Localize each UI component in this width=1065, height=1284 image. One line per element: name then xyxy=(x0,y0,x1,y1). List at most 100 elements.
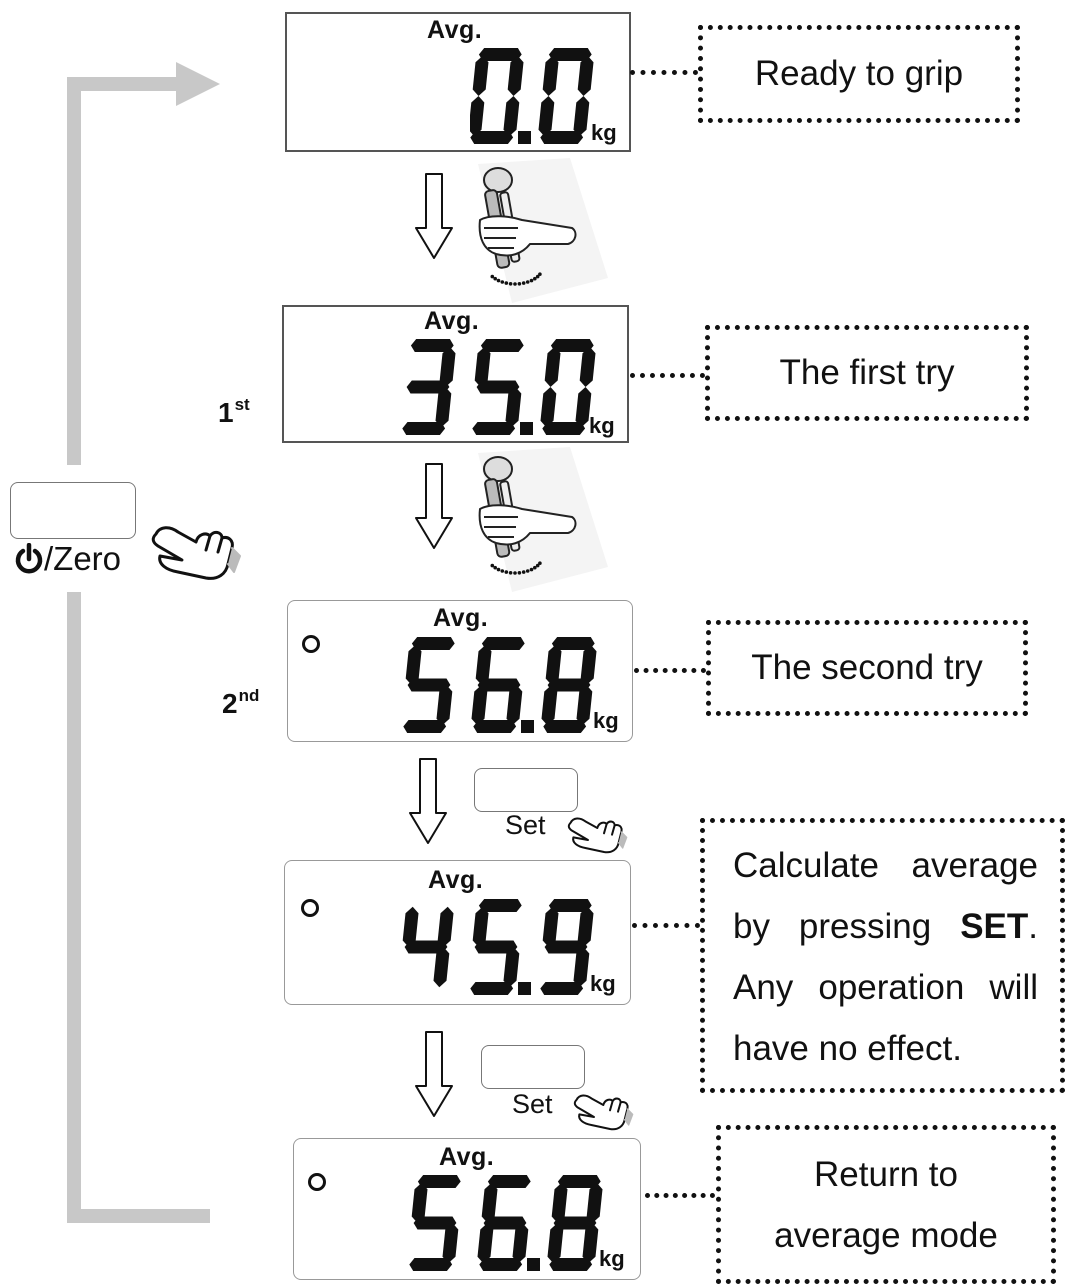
note-first-try: The first try xyxy=(705,325,1029,421)
lcd-segment-f xyxy=(402,906,419,947)
set-button-label: Set xyxy=(512,1089,553,1119)
lcd-segment-a xyxy=(480,339,524,352)
lcd-segment-a xyxy=(548,899,592,912)
ordinal-second: 2nd xyxy=(222,686,260,719)
avg-label: Avg. xyxy=(433,604,489,632)
lcd-segment-a xyxy=(487,1175,531,1188)
down-arrow-icon xyxy=(415,463,453,549)
note-ready: Ready to grip xyxy=(698,25,1020,123)
lcd-segment-a xyxy=(478,899,522,912)
down-arrow-icon xyxy=(415,173,453,259)
pointing-hand-icon xyxy=(151,526,241,580)
set-button[interactable] xyxy=(474,768,578,812)
lcd-segment-b xyxy=(439,346,456,387)
leader-line xyxy=(630,373,705,378)
lcd-digit xyxy=(540,899,594,995)
lcd-segment-e xyxy=(470,96,485,137)
lcd-decimal-point xyxy=(527,1258,540,1271)
lcd-digit xyxy=(538,48,594,144)
lcd-digit xyxy=(477,1175,531,1271)
set-button[interactable] xyxy=(481,1045,585,1089)
lcd-segment-e xyxy=(538,96,555,137)
hand-outline xyxy=(151,526,241,580)
motion-dot xyxy=(517,571,522,575)
lcd-segment-c xyxy=(505,387,522,428)
unit-label: kg xyxy=(599,1246,625,1271)
lcd-segment-f xyxy=(474,346,491,387)
lcd-segment-a xyxy=(557,1175,601,1188)
hand-grip-dynamometer-icon xyxy=(478,158,608,303)
note-line: Calculate average xyxy=(733,846,1038,885)
lcd-segment-a xyxy=(478,48,522,61)
zero-button-label: /Zero xyxy=(14,540,121,578)
lcd-segment-f xyxy=(411,1182,428,1223)
lcd-segment-f xyxy=(551,1182,568,1223)
lcd-segment-d xyxy=(549,1258,593,1271)
lcd-segment-a xyxy=(551,637,595,650)
note-line: have no effect. xyxy=(733,1029,962,1068)
lcd-decimal-point xyxy=(518,982,531,995)
arrow-shape xyxy=(409,758,447,844)
lcd-segment-e xyxy=(547,1223,564,1264)
lcd-segment-g xyxy=(477,678,521,692)
lcd-segment-f xyxy=(475,644,492,685)
lcd-display-second-try: Avg. kg xyxy=(287,600,633,742)
lcd-segment-g xyxy=(474,940,518,954)
motion-dot xyxy=(521,281,526,285)
lcd-digit xyxy=(547,1175,603,1271)
motion-dot xyxy=(533,565,537,570)
lcd-segment-c xyxy=(573,947,590,988)
lcd-decimal-point xyxy=(520,422,533,435)
lcd-reading xyxy=(402,899,594,995)
lcd-segment-c xyxy=(503,947,520,988)
leader-line xyxy=(632,923,700,928)
indicator-dot xyxy=(302,635,320,653)
motion-dot xyxy=(529,567,534,572)
motion-dot xyxy=(513,571,517,575)
hand-outline xyxy=(573,1094,634,1131)
zero-button[interactable] xyxy=(10,482,136,539)
note-second-try: The second try xyxy=(706,620,1028,716)
avg-label: Avg. xyxy=(439,1143,495,1171)
hand-grip-dynamometer-icon xyxy=(478,447,608,592)
hand-outline xyxy=(567,817,628,854)
lcd-segment-f xyxy=(405,644,422,685)
lcd-segment-b xyxy=(437,906,454,947)
lcd-segment-g xyxy=(553,1216,597,1230)
lcd-digit xyxy=(403,637,455,733)
lcd-segment-b xyxy=(577,55,594,96)
motion-dot xyxy=(508,282,513,286)
lcd-segment-c xyxy=(576,685,593,726)
note-calculate-average: Calculate average by pressing SET. Any o… xyxy=(700,818,1065,1093)
lcd-decimal-point xyxy=(518,131,531,144)
loop-arrow xyxy=(67,62,220,1223)
lcd-segment-c xyxy=(442,1223,459,1264)
lcd-segment-b xyxy=(586,1182,603,1223)
note-text: Ready to grip xyxy=(754,54,964,93)
lcd-digit xyxy=(470,899,522,995)
lcd-digit xyxy=(409,1175,461,1271)
leader-line xyxy=(634,668,706,673)
lcd-segment-a xyxy=(548,48,592,61)
leader-line xyxy=(630,70,698,75)
motion-dot xyxy=(535,274,540,279)
leader-line xyxy=(645,1193,715,1198)
lcd-segment-c xyxy=(512,1223,529,1264)
motion-dot xyxy=(496,567,501,572)
lcd-segment-g xyxy=(407,678,451,692)
lcd-segment-f xyxy=(542,906,559,947)
lcd-segment-f xyxy=(472,906,489,947)
motion-dot xyxy=(493,565,497,570)
lcd-segment-a xyxy=(411,637,455,650)
lcd-segment-f xyxy=(545,644,562,685)
lcd-digit xyxy=(402,339,456,435)
lcd-segment-d xyxy=(470,131,514,144)
motion-dot xyxy=(538,272,542,276)
note-line: by pressing SET. xyxy=(733,907,1038,946)
lcd-segment-g xyxy=(544,940,588,954)
lcd-segment-d xyxy=(403,720,447,733)
lcd-segment-f xyxy=(544,346,561,387)
lcd-segment-d xyxy=(542,422,586,435)
lcd-segment-a xyxy=(481,637,525,650)
note-return: Return to average mode xyxy=(716,1125,1056,1284)
